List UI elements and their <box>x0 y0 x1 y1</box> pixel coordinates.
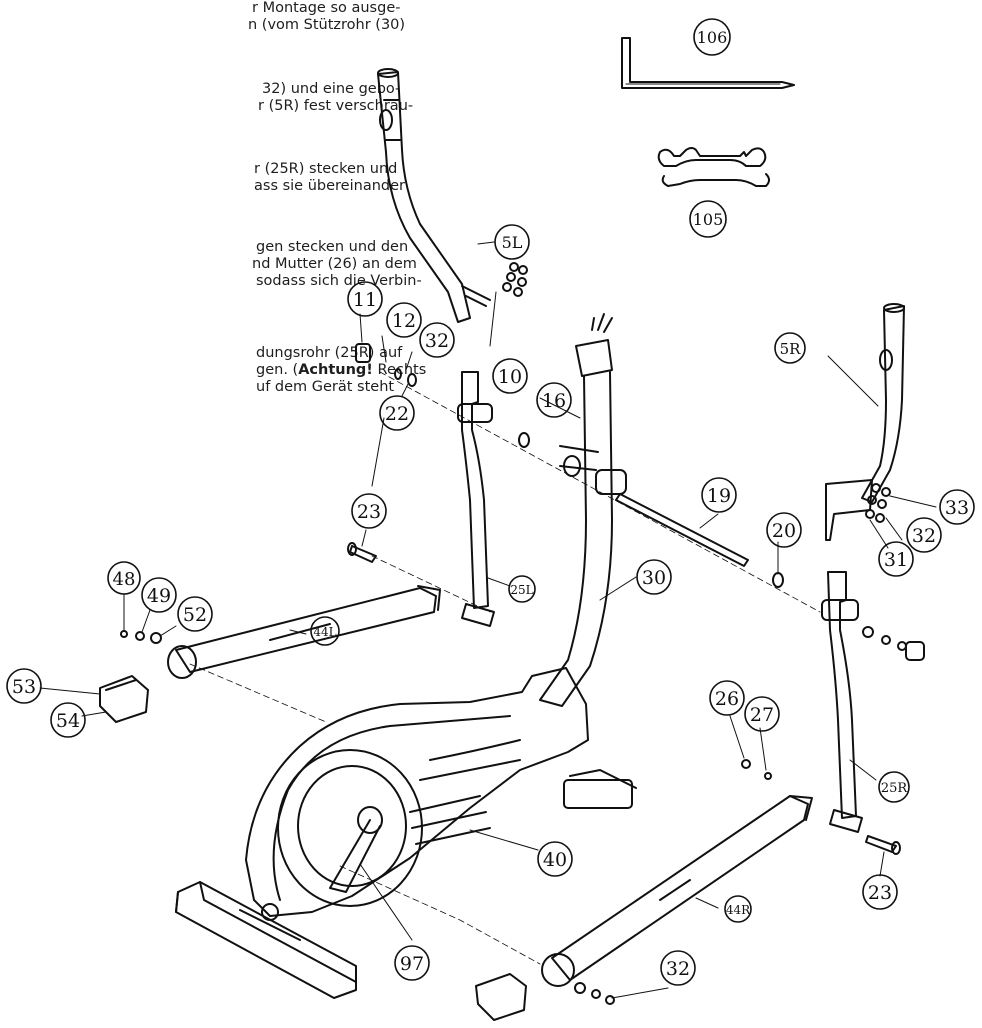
label-106: 106 <box>697 28 728 47</box>
label-10: 10 <box>498 366 522 388</box>
label-32: 32 <box>912 525 936 547</box>
label-105: 105 <box>693 210 724 229</box>
label-54: 54 <box>56 710 80 732</box>
label-26: 26 <box>715 688 739 710</box>
label-5R: 5R <box>780 340 802 358</box>
label-30: 30 <box>642 567 666 589</box>
label-23: 23 <box>868 882 892 904</box>
pedal-arm-44R <box>541 795 813 987</box>
warning-text: Achtung! <box>298 362 373 378</box>
bolt-23-top <box>347 542 377 563</box>
pedal-cap-53 <box>99 675 149 723</box>
instruction-line: r Montage so ausge- <box>252 0 401 16</box>
lower-arm-25R <box>821 571 863 833</box>
instruction-paragraph-1: r Montage so ausge- n (vom Stützrohr (30… <box>0 0 405 34</box>
instruction-paragraph-4: gen stecken und den nd Mutter (26) an de… <box>0 239 422 290</box>
instruction-text: gen. ( <box>256 362 299 378</box>
instruction-line: uf dem Gerät steht <box>256 379 395 395</box>
instruction-line: r (25R) stecken und <box>254 161 398 177</box>
leader-lines <box>39 241 937 999</box>
label-32: 32 <box>425 330 449 352</box>
instruction-line: nd Mutter (26) an dem <box>252 256 417 272</box>
label-31: 31 <box>884 549 908 571</box>
instruction-paragraph-2: 32) und eine gebo- r (5R) fest verschrau… <box>0 81 413 115</box>
label-20: 20 <box>772 520 796 542</box>
nut-set-right <box>862 626 925 661</box>
handlebar-5L <box>377 68 491 323</box>
label-23: 23 <box>357 501 381 523</box>
label-11: 11 <box>353 289 377 311</box>
bolt-set-33 <box>865 483 891 523</box>
foot-cap-right <box>475 973 527 1021</box>
axle-shaft-19 <box>355 343 784 588</box>
instruction-line: sodass sich die Verbin- <box>256 273 422 289</box>
instruction-line: r (5R) fest verschrau- <box>258 98 414 114</box>
open-wrench-tool <box>657 147 770 187</box>
hardware-48-49-52 <box>120 630 162 644</box>
label-49: 49 <box>147 585 171 607</box>
label-44L: 44L <box>313 625 336 639</box>
label-27: 27 <box>750 704 774 726</box>
label-25R: 25R <box>881 781 909 796</box>
handlebar-5R <box>825 303 905 541</box>
flywheel-housing-40 <box>245 667 637 917</box>
instruction-line: n (vom Stützrohr (30) <box>248 17 406 33</box>
label-12: 12 <box>392 310 416 332</box>
label-32: 32 <box>666 958 690 980</box>
part-callouts <box>6 18 975 986</box>
instruction-line: gen stecken und den <box>256 239 409 255</box>
instruction-line: 32) und eine gebo- <box>262 81 401 97</box>
lower-arm-25L <box>457 371 495 627</box>
label-48: 48 <box>113 569 136 590</box>
instruction-line: ass sie übereinander <box>254 178 405 194</box>
label-25L: 25L <box>510 583 533 597</box>
label-19: 19 <box>707 485 731 507</box>
bolt-set-10 <box>502 262 528 297</box>
allen-key-tool <box>621 37 795 89</box>
hardware-26-27 <box>741 759 772 780</box>
hardware-bottom <box>574 982 615 1005</box>
rear-stabilizer <box>175 881 357 999</box>
label-22: 22 <box>385 403 409 425</box>
pedal-arm-44L <box>167 585 441 679</box>
label-97: 97 <box>400 953 424 975</box>
instruction-paragraph-3: r (25R) stecken und ass sie übereinander <box>0 161 405 195</box>
bolt-23-bottom <box>865 835 901 855</box>
upright-post-30 <box>539 313 627 707</box>
label-33: 33 <box>945 497 969 519</box>
instruction-line: dungsrohr (25R) auf <box>256 345 403 361</box>
label-44R: 44R <box>726 903 751 917</box>
label-53: 53 <box>12 676 36 698</box>
label-16: 16 <box>542 390 566 412</box>
label-5L: 5L <box>502 233 523 252</box>
label-52: 52 <box>183 604 207 626</box>
part-number-labels: 106 105 5L 5R 11 12 32 10 16 22 23 19 33… <box>12 28 969 980</box>
label-40: 40 <box>543 849 567 871</box>
